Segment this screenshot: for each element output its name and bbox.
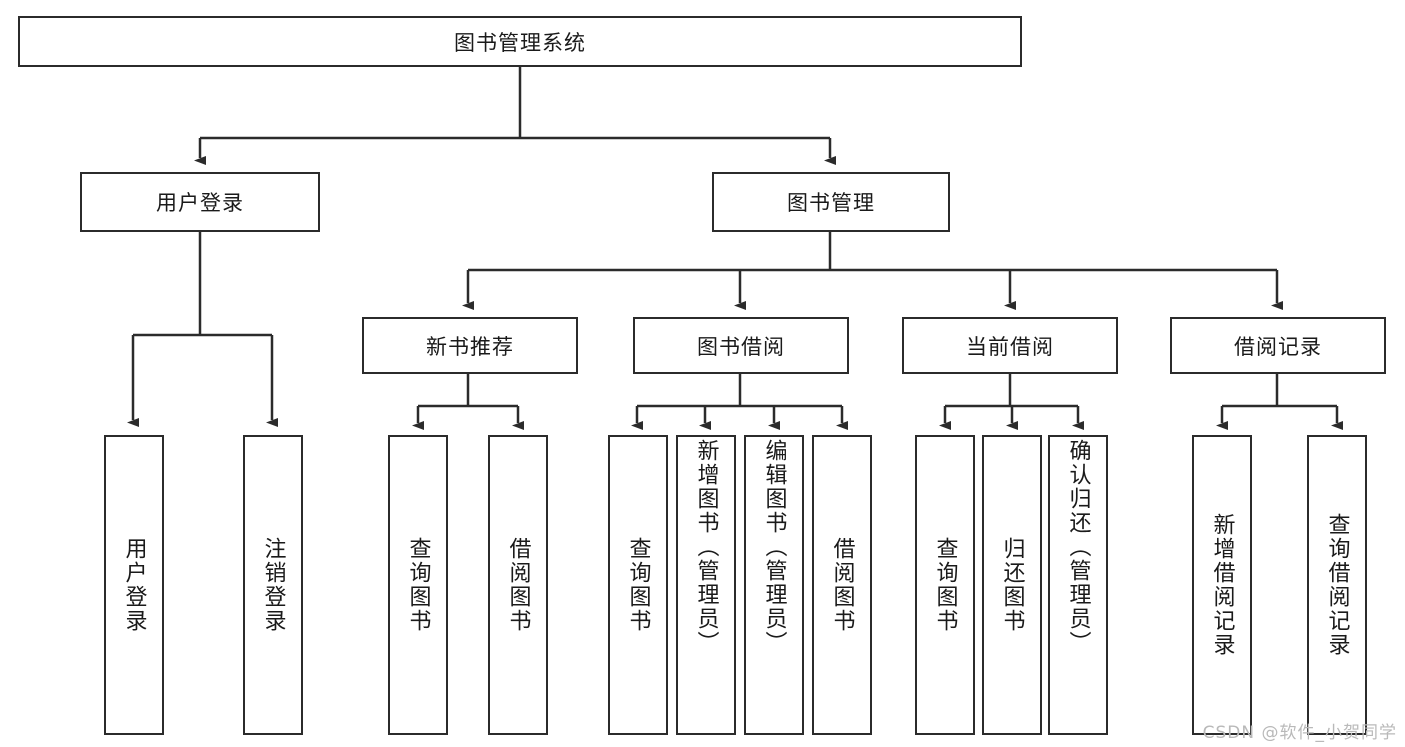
node-leaf-borrow-book-1[interactable]: 借阅图书 <box>488 435 548 735</box>
watermark: CSDN @软件_小贺同学 <box>1202 723 1397 743</box>
node-leaf-return-book-label: 归还图书 <box>999 537 1025 633</box>
node-leaf-user-login[interactable]: 用户登录 <box>104 435 164 735</box>
node-leaf-query-book-3[interactable]: 查询图书 <box>915 435 975 735</box>
node-book-borrow[interactable]: 图书借阅 <box>633 317 849 374</box>
node-book-manage[interactable]: 图书管理 <box>712 172 950 232</box>
node-book-borrow-label: 图书借阅 <box>697 334 785 359</box>
node-user-login[interactable]: 用户登录 <box>80 172 320 232</box>
node-current-borrow-label: 当前借阅 <box>966 334 1054 359</box>
node-leaf-query-record[interactable]: 查询借阅记录 <box>1307 435 1367 735</box>
node-current-borrow[interactable]: 当前借阅 <box>902 317 1118 374</box>
node-root[interactable]: 图书管理系统 <box>18 16 1022 67</box>
node-leaf-query-book-1-label: 查询图书 <box>405 537 431 633</box>
node-leaf-confirm-return[interactable]: 确认归还（管理员） <box>1048 435 1108 735</box>
node-leaf-borrow-book-2[interactable]: 借阅图书 <box>812 435 872 735</box>
node-leaf-query-book-1[interactable]: 查询图书 <box>388 435 448 735</box>
node-leaf-query-book-2-label: 查询图书 <box>625 537 651 633</box>
node-book-manage-label: 图书管理 <box>787 191 875 215</box>
node-leaf-borrow-book-1-label: 借阅图书 <box>505 537 531 633</box>
node-leaf-user-login-label: 用户登录 <box>121 537 147 633</box>
node-root-label: 图书管理系统 <box>454 30 586 55</box>
node-leaf-logout-label: 注销登录 <box>260 537 286 633</box>
node-leaf-borrow-book-2-label: 借阅图书 <box>829 537 855 633</box>
node-user-login-label: 用户登录 <box>156 191 244 215</box>
node-leaf-edit-book[interactable]: 编辑图书（管理员） <box>744 435 804 735</box>
node-leaf-return-book[interactable]: 归还图书 <box>982 435 1042 735</box>
node-leaf-add-record[interactable]: 新增借阅记录 <box>1192 435 1252 735</box>
node-leaf-add-book-label: 新增图书（管理员） <box>693 439 719 655</box>
node-leaf-add-record-label: 新增借阅记录 <box>1209 513 1235 657</box>
node-leaf-query-record-label: 查询借阅记录 <box>1324 513 1350 657</box>
node-leaf-query-book-2[interactable]: 查询图书 <box>608 435 668 735</box>
node-new-book-recommend[interactable]: 新书推荐 <box>362 317 578 374</box>
node-leaf-edit-book-label: 编辑图书（管理员） <box>761 439 787 655</box>
node-leaf-confirm-return-label: 确认归还（管理员） <box>1065 439 1091 655</box>
node-borrow-record-label: 借阅记录 <box>1234 334 1322 359</box>
node-leaf-add-book[interactable]: 新增图书（管理员） <box>676 435 736 735</box>
node-borrow-record[interactable]: 借阅记录 <box>1170 317 1386 374</box>
node-leaf-logout[interactable]: 注销登录 <box>243 435 303 735</box>
node-new-book-recommend-label: 新书推荐 <box>426 334 514 359</box>
node-leaf-query-book-3-label: 查询图书 <box>932 537 958 633</box>
